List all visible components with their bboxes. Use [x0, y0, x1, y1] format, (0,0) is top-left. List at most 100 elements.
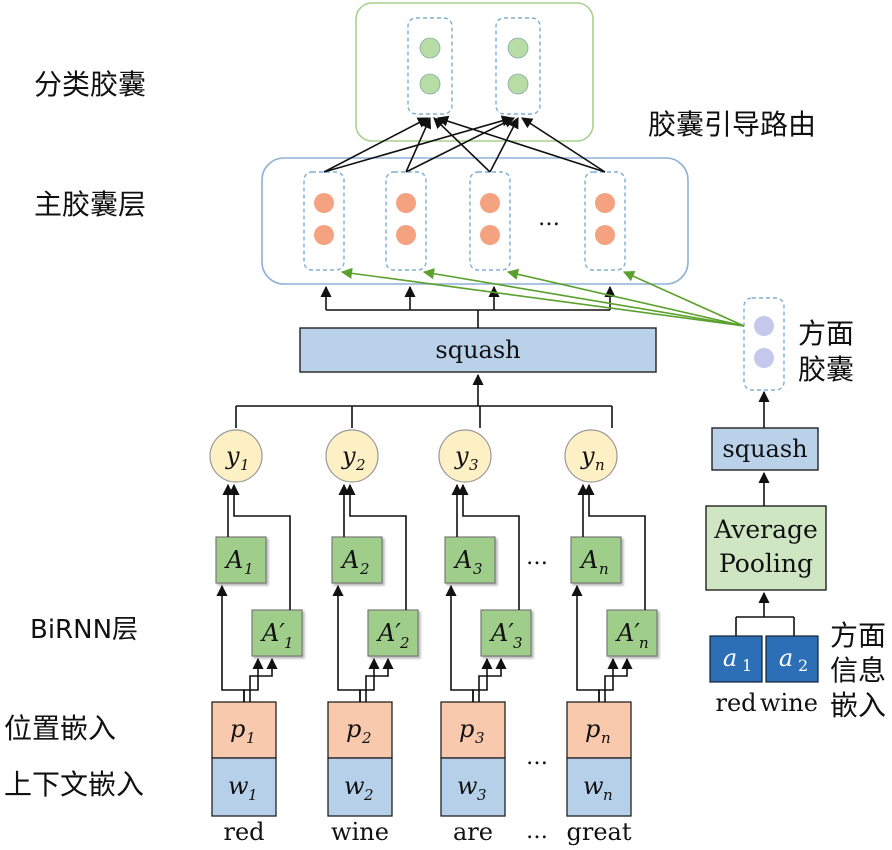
- connection-line: [472, 657, 493, 702]
- context-embedding-label: w: [228, 772, 249, 800]
- backward-rnn-cell: [606, 609, 658, 657]
- aspect-word-2: a 2: [765, 635, 819, 683]
- output-node-y-label: y: [225, 442, 240, 470]
- output-node-y: [564, 429, 618, 483]
- connection-line: [332, 584, 361, 702]
- average-pooling-box: [705, 505, 827, 591]
- connection-line: [243, 657, 264, 702]
- forward-rnn-subscript: 2: [359, 560, 370, 578]
- svg-text:a: a: [779, 644, 793, 672]
- backward-rnn-subscript: 1: [284, 634, 294, 652]
- context-embedding-box: [566, 757, 632, 817]
- word-ellipsis: …: [526, 819, 548, 844]
- aspect-capsule: [743, 297, 785, 391]
- connection-line: [571, 584, 600, 702]
- squash-to-primary-lines: [320, 285, 616, 328]
- context-embedding-box: [440, 757, 506, 817]
- backward-rnn-cell: [251, 609, 303, 657]
- forward-rnn-label: A: [579, 546, 598, 574]
- forward-rnn-label: A: [453, 546, 472, 574]
- average-pooling-label-2: Pooling: [719, 549, 813, 578]
- squash-main-box: [299, 327, 657, 373]
- connection-line: [604, 657, 633, 702]
- position-embedding-label: p: [346, 715, 361, 743]
- backward-rnn-subscript: 3: [513, 634, 523, 652]
- backward-rnn-cell: [367, 609, 419, 657]
- backward-rnn-cell: [480, 609, 532, 657]
- forward-rnn-cell: [215, 536, 267, 584]
- output-node-y: [209, 429, 263, 483]
- backward-rnn-subscript: n: [639, 634, 649, 652]
- position-embedding-box: [327, 701, 393, 759]
- input-word: great: [567, 818, 632, 846]
- connection-line: [365, 657, 394, 702]
- position-embedding-subscript: 3: [475, 729, 485, 747]
- position-embedding-subscript: 2: [361, 729, 372, 747]
- connection-line: [228, 483, 291, 610]
- backward-rnn-label: A′: [260, 619, 285, 647]
- output-node-y-subscript: 1: [240, 456, 250, 474]
- output-node-y-subscript: 3: [469, 456, 479, 474]
- position-embedding-label: 位置嵌入: [4, 712, 116, 745]
- aspect-word-1: a 1: [709, 635, 763, 683]
- svg-text:2: 2: [798, 656, 808, 675]
- aspect-info-label-1: 方面: [830, 619, 886, 652]
- output-node-y-subscript: n: [595, 456, 605, 474]
- squash-small-label: squash: [722, 435, 807, 463]
- connection-line: [344, 483, 407, 610]
- forward-rnn-subscript: 3: [473, 560, 483, 578]
- rnn-ellipsis: …: [526, 545, 548, 570]
- input-word: are: [453, 818, 493, 846]
- context-embedding-subscript: n: [603, 786, 613, 804]
- backward-rnn-label: A′: [489, 619, 514, 647]
- backward-rnn-subscript: 2: [399, 634, 410, 652]
- connection-line: [359, 657, 380, 702]
- class-capsule-1: [407, 17, 453, 115]
- routing-label: 胶囊引导路由: [648, 108, 816, 141]
- position-embedding-subscript: 1: [246, 729, 256, 747]
- connection-line: [583, 483, 646, 610]
- context-embedding-label: 上下文嵌入: [4, 768, 144, 801]
- backward-rnn-label: A′: [376, 619, 401, 647]
- connection-line: [598, 657, 619, 702]
- forward-rnn-cell: [570, 536, 622, 584]
- forward-rnn-label: A: [224, 546, 243, 574]
- class-capsules-label: 分类胶囊: [34, 68, 146, 101]
- forward-rnn-cell: [331, 536, 383, 584]
- svg-text:a: a: [723, 644, 737, 672]
- aspect-capsule-label-1: 方面: [798, 317, 854, 350]
- context-embedding-subscript: 1: [248, 786, 258, 804]
- svg-text:1: 1: [742, 656, 752, 675]
- connection-line: [478, 657, 507, 702]
- position-embedding-subscript: n: [601, 729, 611, 747]
- class-capsule-2: [495, 17, 541, 115]
- connection-line: [445, 584, 474, 702]
- squash-small-box: [711, 427, 819, 471]
- context-embedding-label: w: [583, 772, 604, 800]
- position-embedding-label: p: [585, 715, 600, 743]
- context-embedding-box: [211, 757, 277, 817]
- primary-ellipsis: …: [538, 206, 560, 231]
- context-embedding-label: w: [457, 772, 478, 800]
- context-embedding-subscript: 3: [477, 786, 487, 804]
- squash-main-label: squash: [435, 336, 520, 364]
- connection-line: [249, 657, 278, 702]
- aspect-word-text-1: red: [715, 689, 756, 717]
- primary-capsule-1: [303, 171, 345, 271]
- backward-rnn-label: A′: [615, 619, 640, 647]
- aspect-capsule-label-2: 胶囊: [798, 353, 854, 386]
- primary-capsule-3: [469, 171, 511, 271]
- input-word: red: [223, 818, 264, 846]
- output-node-y: [438, 429, 492, 483]
- output-node-y-label: y: [454, 442, 469, 470]
- birnn-label: BiRNN层: [30, 615, 138, 645]
- context-embedding-label: w: [344, 772, 365, 800]
- primary-capsule-n: [584, 171, 626, 271]
